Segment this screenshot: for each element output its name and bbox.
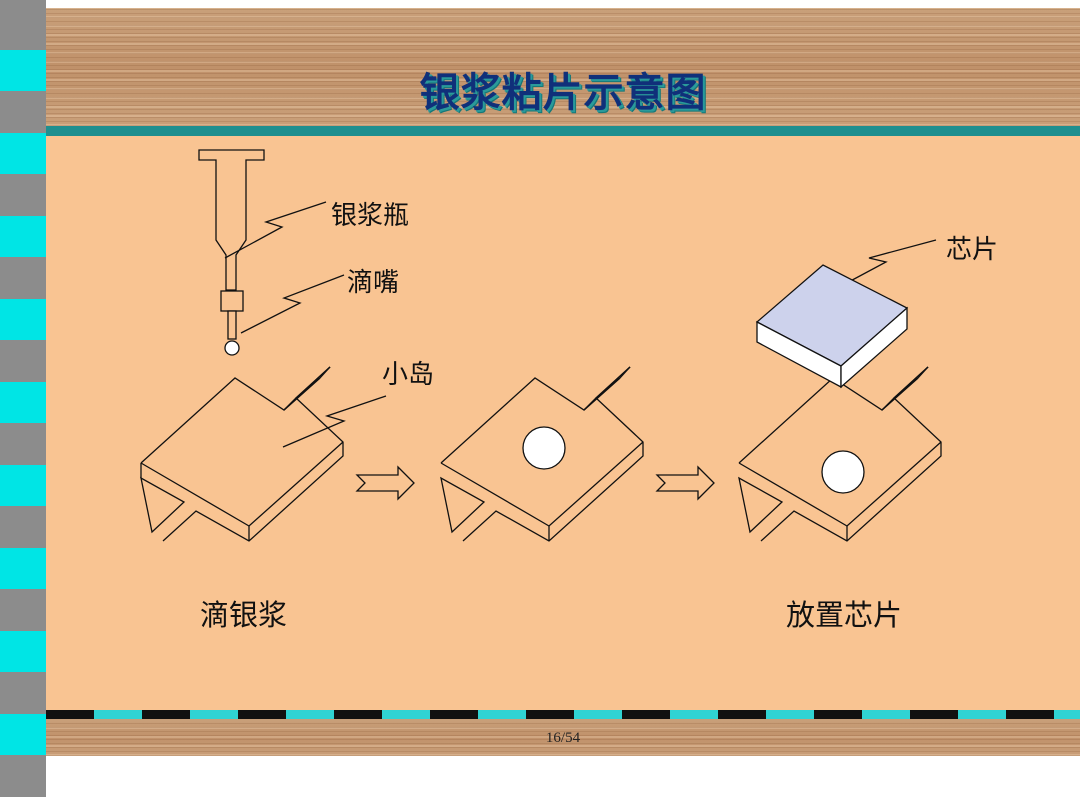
strip-block	[0, 174, 46, 216]
slide-title: 银浆粘片示意图	[419, 70, 707, 116]
strip-block	[0, 423, 46, 465]
page-number: 16/54	[545, 730, 581, 746]
arrow-2	[655, 465, 715, 501]
label-island: 小岛	[382, 360, 435, 390]
footer-wood-band	[46, 719, 1080, 756]
strip-block	[0, 589, 46, 631]
silver-paste-dot	[522, 426, 566, 470]
island-stage-2	[440, 366, 644, 542]
strip-block	[0, 132, 46, 174]
strip-block	[0, 381, 46, 423]
strip-block	[0, 464, 46, 506]
arrow-1	[355, 465, 415, 501]
strip-block	[0, 340, 46, 382]
strip-block	[0, 506, 46, 548]
label-chip: 芯片	[946, 235, 999, 265]
footer-dashed-divider	[46, 710, 1080, 719]
island-stage-3	[738, 366, 942, 542]
leader-chip	[827, 239, 937, 294]
strip-block	[0, 547, 46, 589]
leader-bottle	[224, 201, 327, 259]
strip-block	[0, 257, 46, 299]
lead-lines	[283, 366, 929, 411]
strip-block	[0, 0, 46, 8]
leader-island	[282, 395, 387, 448]
caption-dispense-silver-paste: 滴银浆	[200, 598, 288, 632]
dispenser	[198, 149, 265, 356]
left-decorative-strip	[0, 0, 46, 797]
label-nozzle: 滴嘴	[347, 268, 400, 298]
strip-block	[0, 215, 46, 257]
strip-block	[0, 298, 46, 340]
strip-block	[0, 91, 46, 133]
header-wood-band	[46, 8, 1080, 126]
strip-block	[0, 713, 46, 755]
leader-nozzle	[240, 274, 345, 334]
strip-block	[0, 672, 46, 714]
silver-paste-dot-2	[821, 450, 865, 494]
header-divider	[46, 126, 1080, 136]
strip-block	[0, 8, 46, 50]
strip-block	[0, 630, 46, 672]
strip-block	[0, 49, 46, 91]
label-silver-paste-bottle: 银浆瓶	[331, 201, 410, 231]
caption-place-chip: 放置芯片	[786, 598, 903, 632]
chip	[755, 264, 909, 389]
